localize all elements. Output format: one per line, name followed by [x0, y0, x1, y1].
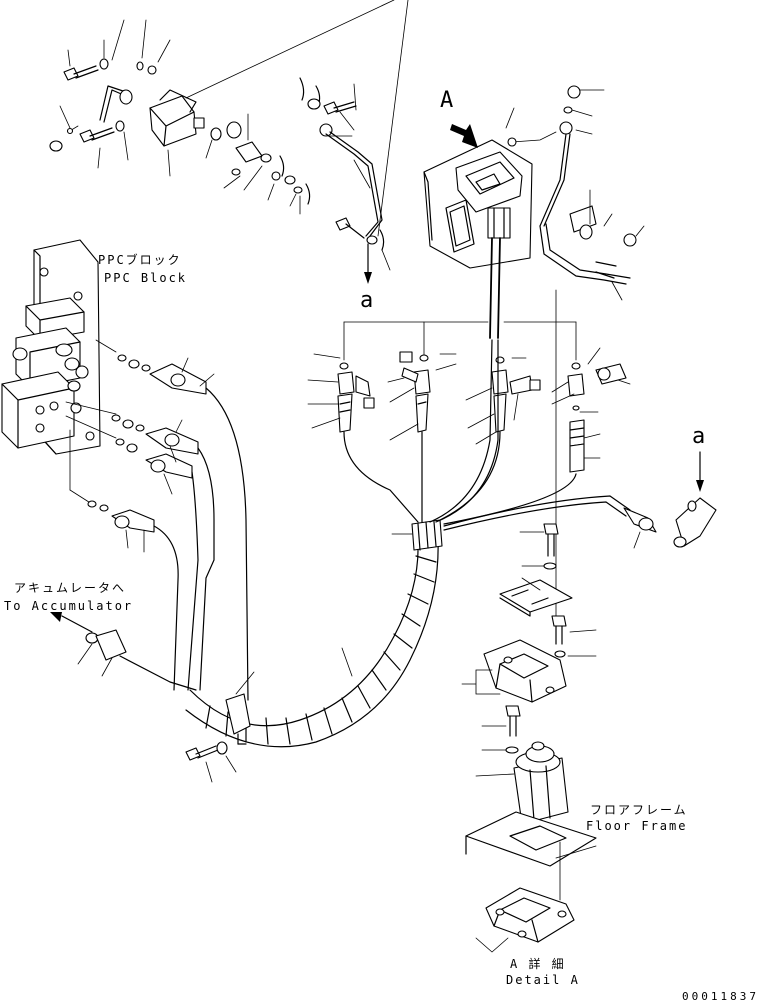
view-arrow-icon: [450, 124, 478, 148]
washer-icon: [216, 741, 228, 755]
floor-frame-label-en: Floor Frame: [586, 819, 688, 833]
hose-lines: [50, 387, 249, 701]
detail-a-assembly: [461, 289, 597, 953]
relay-icon: [149, 89, 205, 147]
reference-a-label: a: [360, 288, 374, 313]
floor-frame-label-jp: フロアフレーム: [590, 803, 688, 817]
detail-a-label-en: Detail A: [506, 973, 580, 987]
ppc-block: [1, 239, 215, 553]
bolt-icon: [551, 615, 567, 645]
to-accumulator-label-jp: アキュムレータへ: [14, 581, 127, 595]
washer-icon: [543, 562, 557, 570]
washer-icon: [115, 120, 125, 132]
detail-a-label-jp: A 詳 細: [510, 957, 566, 971]
pedal-assembly: [343, 85, 645, 361]
bolt-icon: [79, 127, 115, 143]
ppc-block-label-jp: PPCブロック: [98, 253, 182, 267]
nut-icon: [49, 140, 63, 152]
reference-a-label-right: a: [692, 424, 706, 449]
bolt-icon: [185, 745, 219, 761]
view-a-label: A: [440, 88, 454, 113]
top-left-hardware: [49, 0, 409, 284]
washer-icon: [505, 746, 519, 754]
bolt-icon: [505, 705, 521, 737]
spiral-hose-bundle: [185, 519, 443, 748]
washer-icon: [554, 650, 566, 658]
bolt-icon: [335, 217, 365, 239]
ppc-block-label-en: PPC Block: [104, 271, 188, 285]
to-accumulator-label-en: To Accumulator: [4, 599, 134, 613]
fitting-icon: [12, 343, 89, 414]
washer-icon: [99, 58, 109, 70]
pedal-hoses: [307, 339, 717, 549]
bolt-icon: [543, 523, 559, 557]
drawing-number: 00011837: [682, 990, 759, 1003]
bolt-icon: [323, 101, 357, 115]
bolt-icon: [63, 65, 99, 81]
